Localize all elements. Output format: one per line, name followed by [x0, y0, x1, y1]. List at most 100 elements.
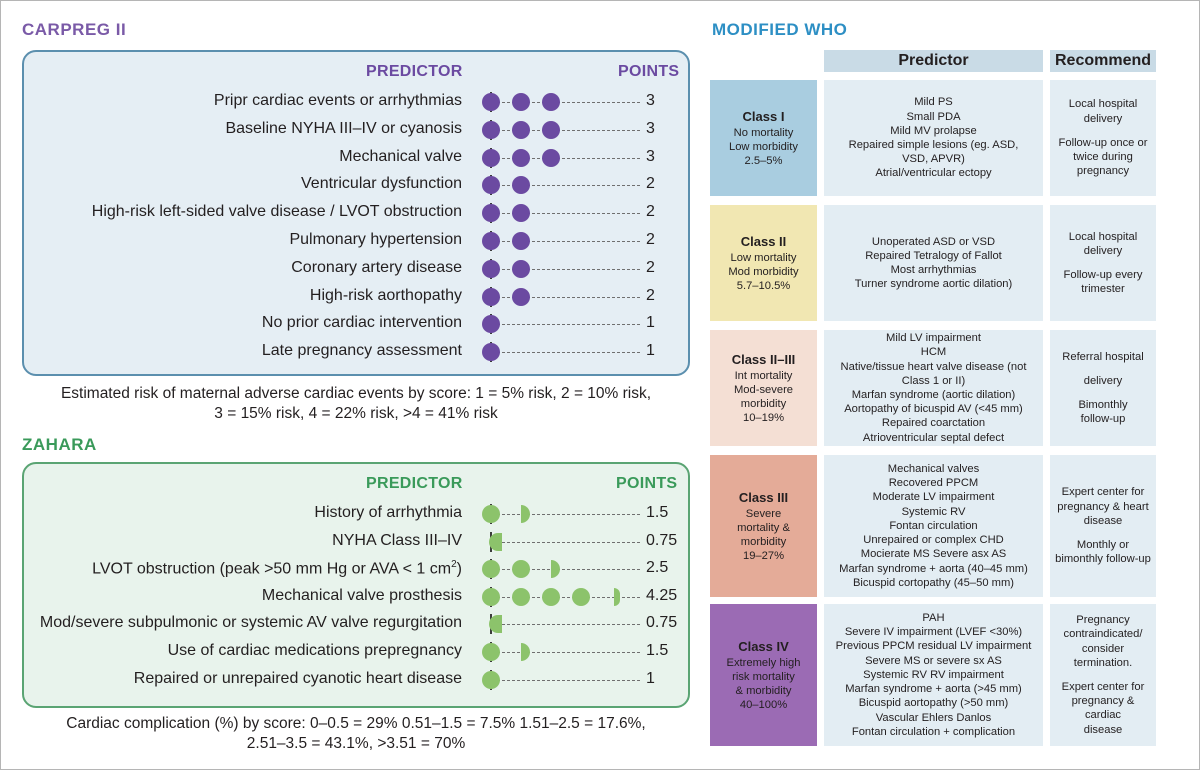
- who-predictor-item: Class 1 or II): [901, 374, 966, 387]
- zahara-row-label: Use of cardiac medications prepregnancy: [167, 642, 462, 659]
- carpreg-row-points: 3: [646, 92, 655, 109]
- zahara-row-points: 1: [646, 669, 655, 687]
- who-recommend-item: Referral hospital: [1062, 350, 1144, 363]
- zahara-row: LVOT obstruction (peak >50 mm Hg or AVA …: [24, 556, 692, 582]
- zahara-point-dot: [542, 587, 560, 606]
- zahara-point-dot: [512, 560, 530, 579]
- zahara-row-points: 1.5: [646, 642, 669, 659]
- who-recommend-item: Bimonthly: [1078, 399, 1128, 411]
- zahara-track-dash: [492, 596, 640, 598]
- who-predictor-item: Fontan circulation: [889, 519, 978, 532]
- zahara-track-dash: [492, 514, 640, 515]
- zahara-row: Use of cardiac medications prepregnancy 1…: [24, 639, 692, 665]
- carpreg-predictor-header: PREDICTOR: [366, 63, 463, 80]
- who-predictor-item: Marfan syndrome + aorta (>45 mm): [845, 683, 1022, 696]
- carpreg-point-dot: [482, 148, 500, 167]
- zahara-point-dot: [512, 587, 530, 606]
- who-predictor-item: Severe IV impairment (LVEF <30%): [844, 626, 1023, 639]
- carpreg-point-dot: [542, 148, 560, 167]
- who-recommend-item: delivery: [1083, 244, 1123, 257]
- zahara-partial-point-dot: [614, 587, 620, 606]
- who-recommend-item: delivery: [1083, 112, 1123, 125]
- who-predictor-item: Aortopathy of bicuspid AV (<45 mm): [844, 403, 1023, 416]
- carpreg-point-dot: [482, 259, 500, 278]
- zahara-track-dash: [492, 679, 640, 681]
- carpreg-track-dash: [492, 352, 640, 354]
- who-class-detail: No mortality: [733, 126, 794, 139]
- zahara-score-track: [482, 669, 640, 690]
- who-predictor-item: Mechanical valves: [887, 463, 980, 476]
- who-predictor-item: Systemic RV: [901, 505, 966, 518]
- who-predictor-item: Bicuspid cortopathy (45–50 mm): [852, 576, 1015, 589]
- zahara-point-dot: [482, 587, 500, 606]
- carpreg-score-track: [482, 286, 640, 307]
- carpreg-point-dot: [512, 287, 530, 306]
- zahara-row-points: 2.5: [646, 559, 669, 577]
- zahara-row-label-sup: 2: [451, 559, 457, 571]
- who-class-name: Class II: [740, 233, 787, 249]
- carpreg-point-dot: [482, 315, 500, 334]
- carpreg-row-label: Late pregnancy assessment: [261, 342, 462, 360]
- who-predictor-item: PAH: [922, 612, 945, 625]
- zahara-note-line2: 2.51–3.5 = 43.1%, >3.51 = 70%: [246, 735, 466, 752]
- zahara-track-dash: [492, 541, 640, 543]
- carpreg-score-track: [482, 258, 640, 279]
- carpreg-point-dot: [482, 287, 500, 306]
- zahara-point-dot: [572, 587, 590, 606]
- zahara-row-label: LVOT obstruction (peak >50 mm Hg or AVA …: [92, 559, 462, 578]
- carpreg-point-dot: [512, 259, 530, 278]
- who-class-detail: 5.7–10.5%: [736, 280, 791, 293]
- zahara-row-points: 1.5: [646, 504, 669, 521]
- who-recommend-item: delivery: [1083, 374, 1123, 387]
- carpreg-score-track: [482, 119, 640, 140]
- zahara-row-label: Mechanical valve prosthesis: [261, 586, 462, 604]
- carpreg-row-points: 3: [646, 119, 655, 137]
- who-predictor-item: Native/tissue heart valve disease (not: [840, 360, 1027, 373]
- carpreg-row-points: 1: [646, 314, 655, 332]
- who-class-detail: Mod morbidity: [728, 265, 799, 278]
- carpreg-point-dot: [542, 93, 560, 111]
- who-recommend-item: Local hospital: [1068, 98, 1138, 111]
- zahara-partial-point-dot: [551, 560, 560, 579]
- who-recommend-item: pregnancy & heart: [1057, 500, 1149, 513]
- who-predictor-item: Repaired simple lesions (eg. ASD,: [848, 139, 1019, 151]
- who-class-detail: Int mortality: [734, 369, 793, 382]
- who-class-detail: morbidity: [740, 398, 787, 410]
- carpreg-row-label: Coronary artery disease: [291, 258, 462, 276]
- who-recommend-item: bimonthly follow-up: [1055, 553, 1151, 566]
- carpreg-row-label: High-risk left-sided valve disease / LVO…: [91, 203, 462, 221]
- zahara-track-dash: [492, 624, 640, 626]
- carpreg-note-line2: 3 = 15% risk, 4 = 22% risk, >4 = 41% ris…: [214, 405, 498, 422]
- carpreg-point-dot: [512, 148, 530, 167]
- who-predictor-item: Marfan syndrome + aorta (40–45 mm): [839, 562, 1028, 575]
- who-class-name: Class III: [738, 489, 789, 505]
- zahara-predictor-header: PREDICTOR: [366, 475, 463, 492]
- who-predictor-item: Mocierate MS Severe asx AS: [860, 548, 1007, 561]
- who-predictor-item: Mild MV prolapse: [890, 124, 977, 137]
- carpreg-point-dot: [512, 93, 530, 111]
- carpreg-point-dot: [482, 204, 500, 223]
- who-predictor-item: Small PDA: [906, 110, 961, 123]
- who-title: MODIFIED WHO: [712, 20, 848, 39]
- who-class-detail: Low mortality: [730, 251, 797, 264]
- carpreg-row-points: 2: [646, 175, 655, 193]
- zahara-track-dash: [492, 569, 640, 571]
- carpreg-point-dot: [482, 343, 500, 362]
- zahara-row-label: Mod/severe subpulmonic or systemic AV va…: [39, 614, 462, 632]
- who-recommend-item: disease: [1083, 514, 1123, 527]
- carpreg-point-dot: [482, 120, 500, 139]
